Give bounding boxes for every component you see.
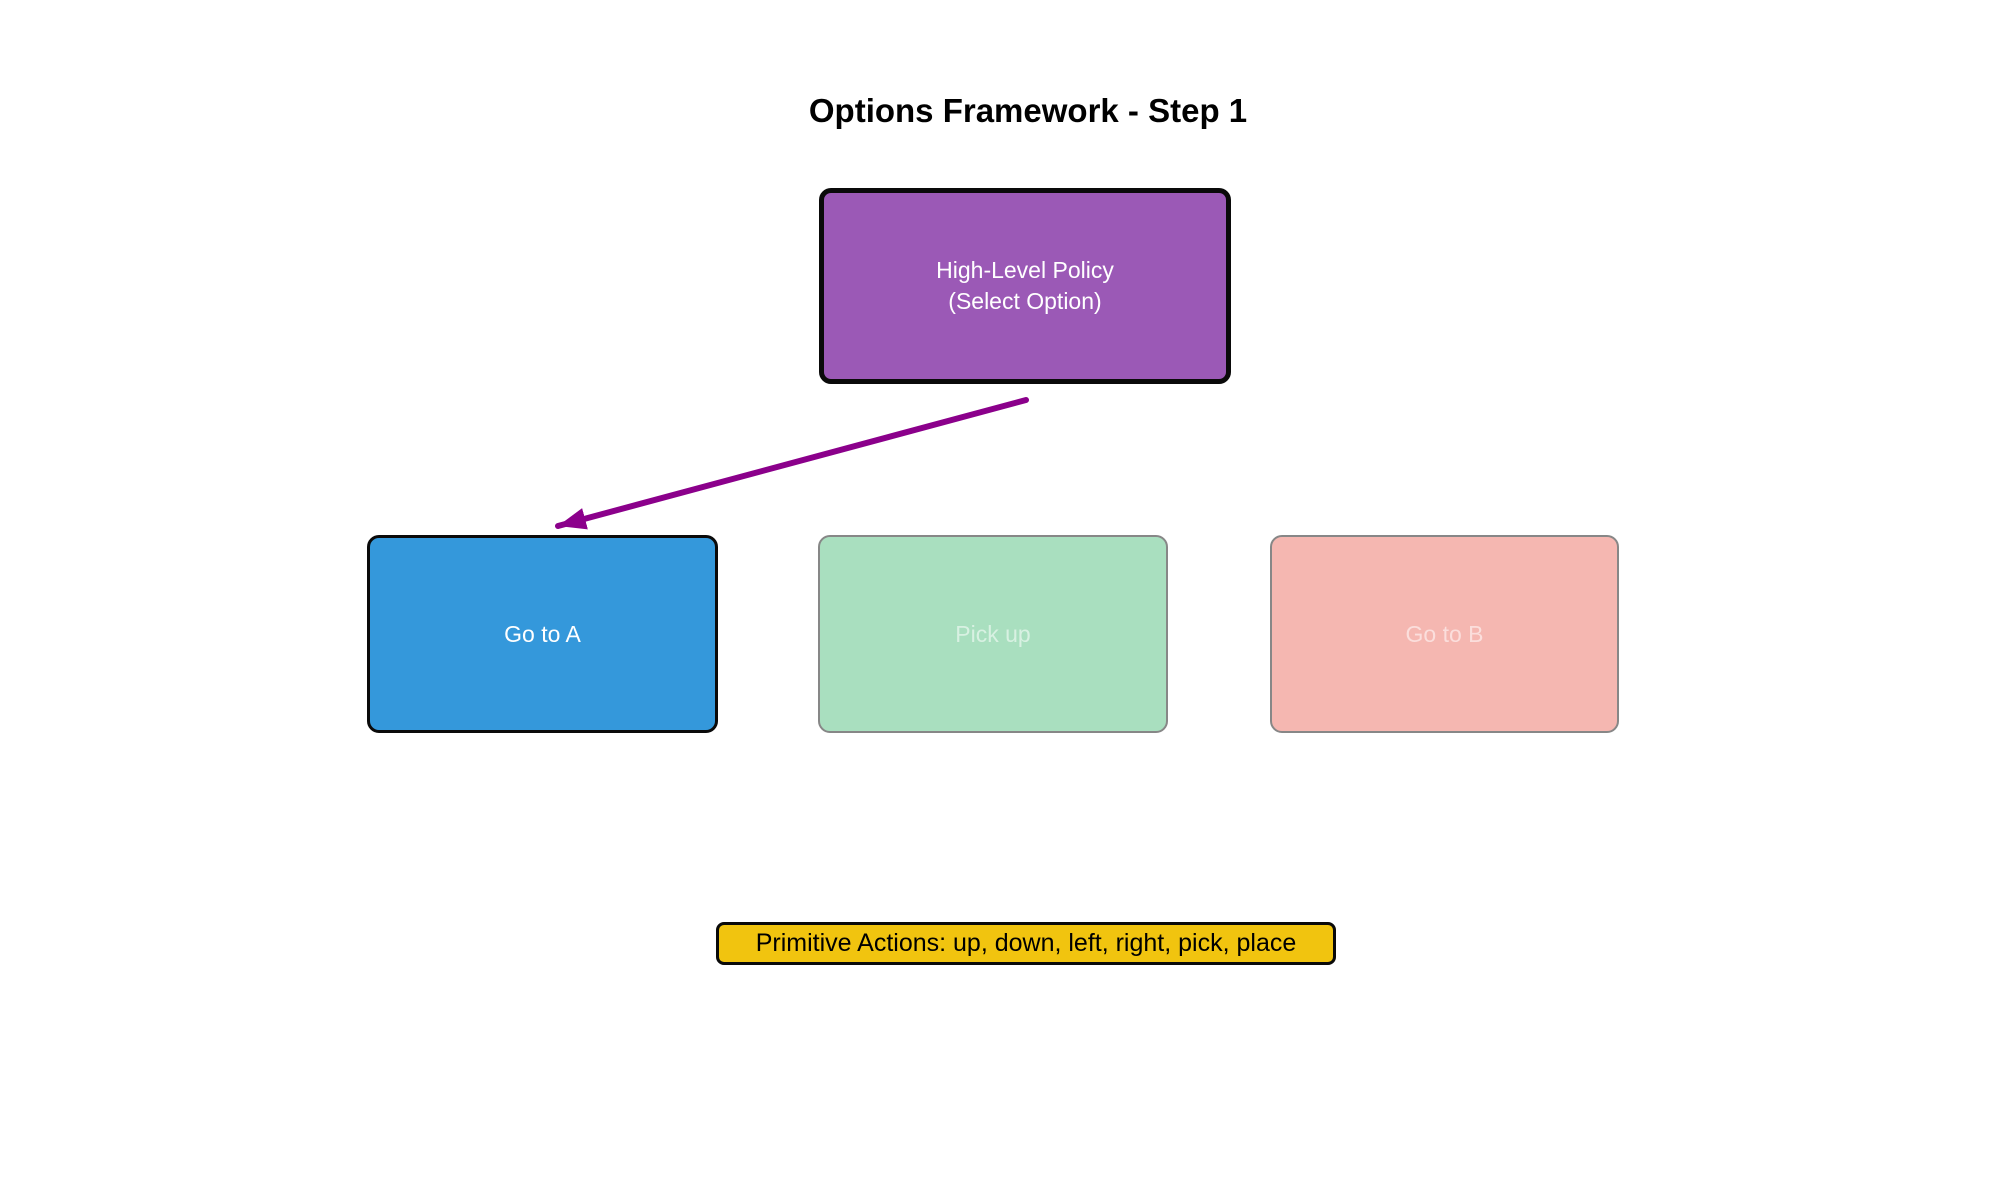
- option-node-go-to-b: Go to B: [1270, 535, 1619, 733]
- option-go-to-a-label: Go to A: [504, 620, 581, 647]
- option-node-pick-up: Pick up: [818, 535, 1168, 733]
- option-go-to-b-label: Go to B: [1405, 620, 1484, 647]
- primitive-actions-label: Primitive Actions: up, down, left, right…: [755, 929, 1297, 957]
- option-pick-up-label: Pick up: [955, 620, 1031, 647]
- high-level-policy-node: High-Level Policy (Select Option): [819, 188, 1231, 384]
- option-node-go-to-a: Go to A: [367, 535, 718, 733]
- selection-arrow-line: [555, 397, 1029, 530]
- primitive-actions-box: Primitive Actions: up, down, left, right…: [716, 922, 1336, 965]
- diagram-title: Options Framework - Step 1: [808, 92, 1248, 129]
- high-level-policy-label: High-Level Policy (Select Option): [936, 256, 1114, 314]
